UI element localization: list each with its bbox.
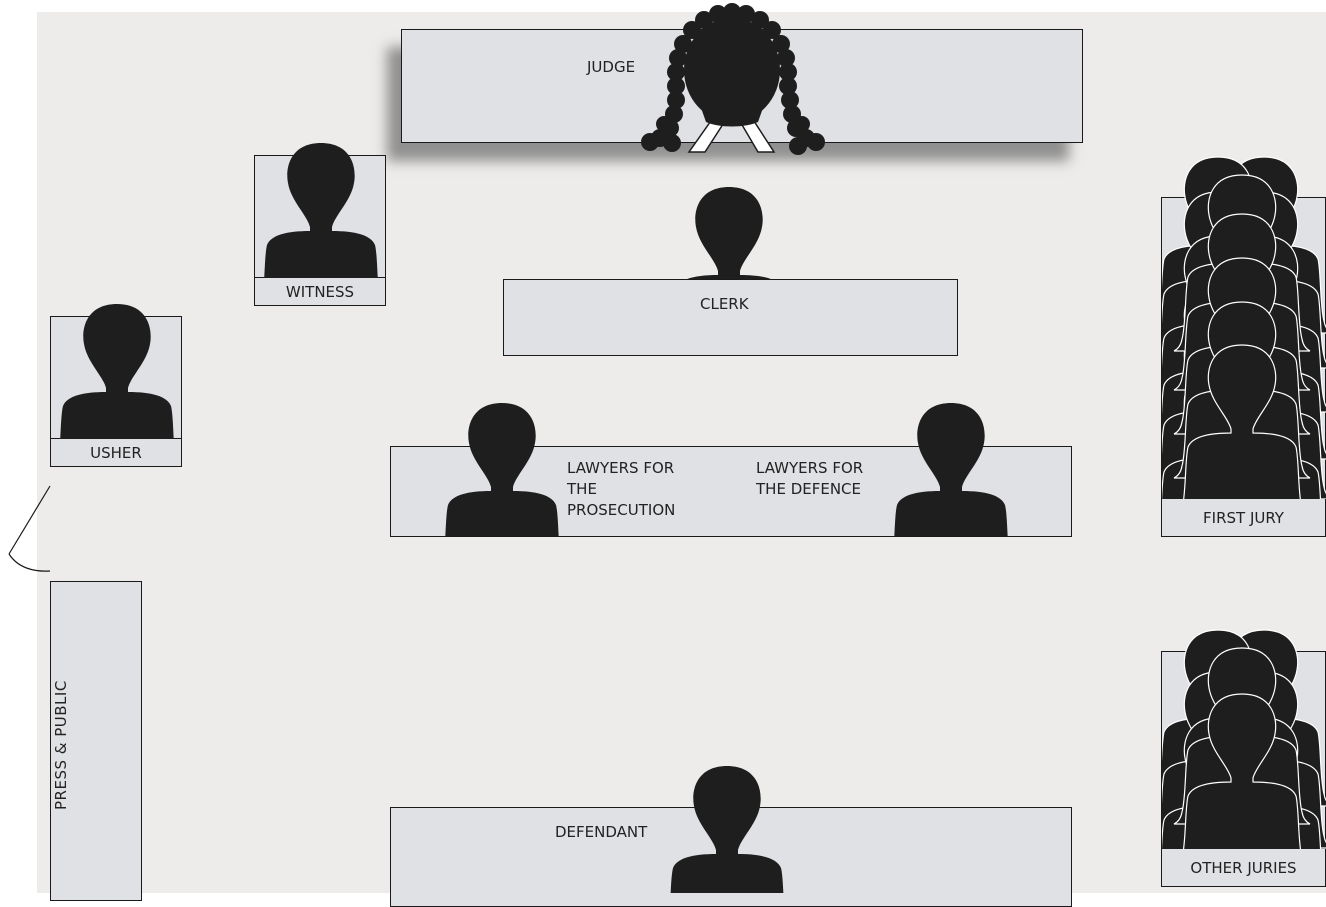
judge-label: JUDGE — [587, 58, 636, 76]
witness-label: WITNESS — [285, 282, 355, 301]
first-jury-label-cell: FIRST JURY — [1162, 498, 1325, 536]
other-juries-people-icon — [1162, 629, 1326, 849]
usher-label-cell: USHER — [51, 438, 181, 466]
prosecution-label-line2: THE — [567, 480, 597, 498]
usher-person-icon — [51, 304, 185, 439]
usher-label: USHER — [90, 443, 142, 462]
clerk-label: CLERK — [700, 295, 749, 313]
defence-person-icon — [883, 403, 1019, 536]
door-icon — [8, 485, 51, 572]
press-public-bench — [50, 581, 142, 901]
defence-label-line1: LAWYERS FOR — [756, 459, 864, 477]
first-jury-label: FIRST JURY — [1203, 508, 1284, 527]
prosecution-label-line1: LAWYERS FOR — [567, 459, 675, 477]
clerk-person-icon — [661, 187, 797, 279]
defendant-person-icon — [659, 766, 795, 893]
first-jury-people-icon — [1162, 156, 1326, 499]
prosecution-label-line3: PROSECUTION — [567, 501, 676, 519]
witness-person-icon — [255, 143, 389, 278]
defence-label-line2: THE DEFENCE — [756, 480, 861, 498]
defendant-label: DEFENDANT — [555, 823, 648, 841]
usher-box: USHER — [50, 316, 182, 467]
judge-wig-icon — [641, 3, 825, 155]
prosecution-person-icon — [434, 403, 570, 536]
clerk-desk — [503, 279, 958, 356]
other-juries-label: OTHER JURIES — [1190, 858, 1297, 877]
